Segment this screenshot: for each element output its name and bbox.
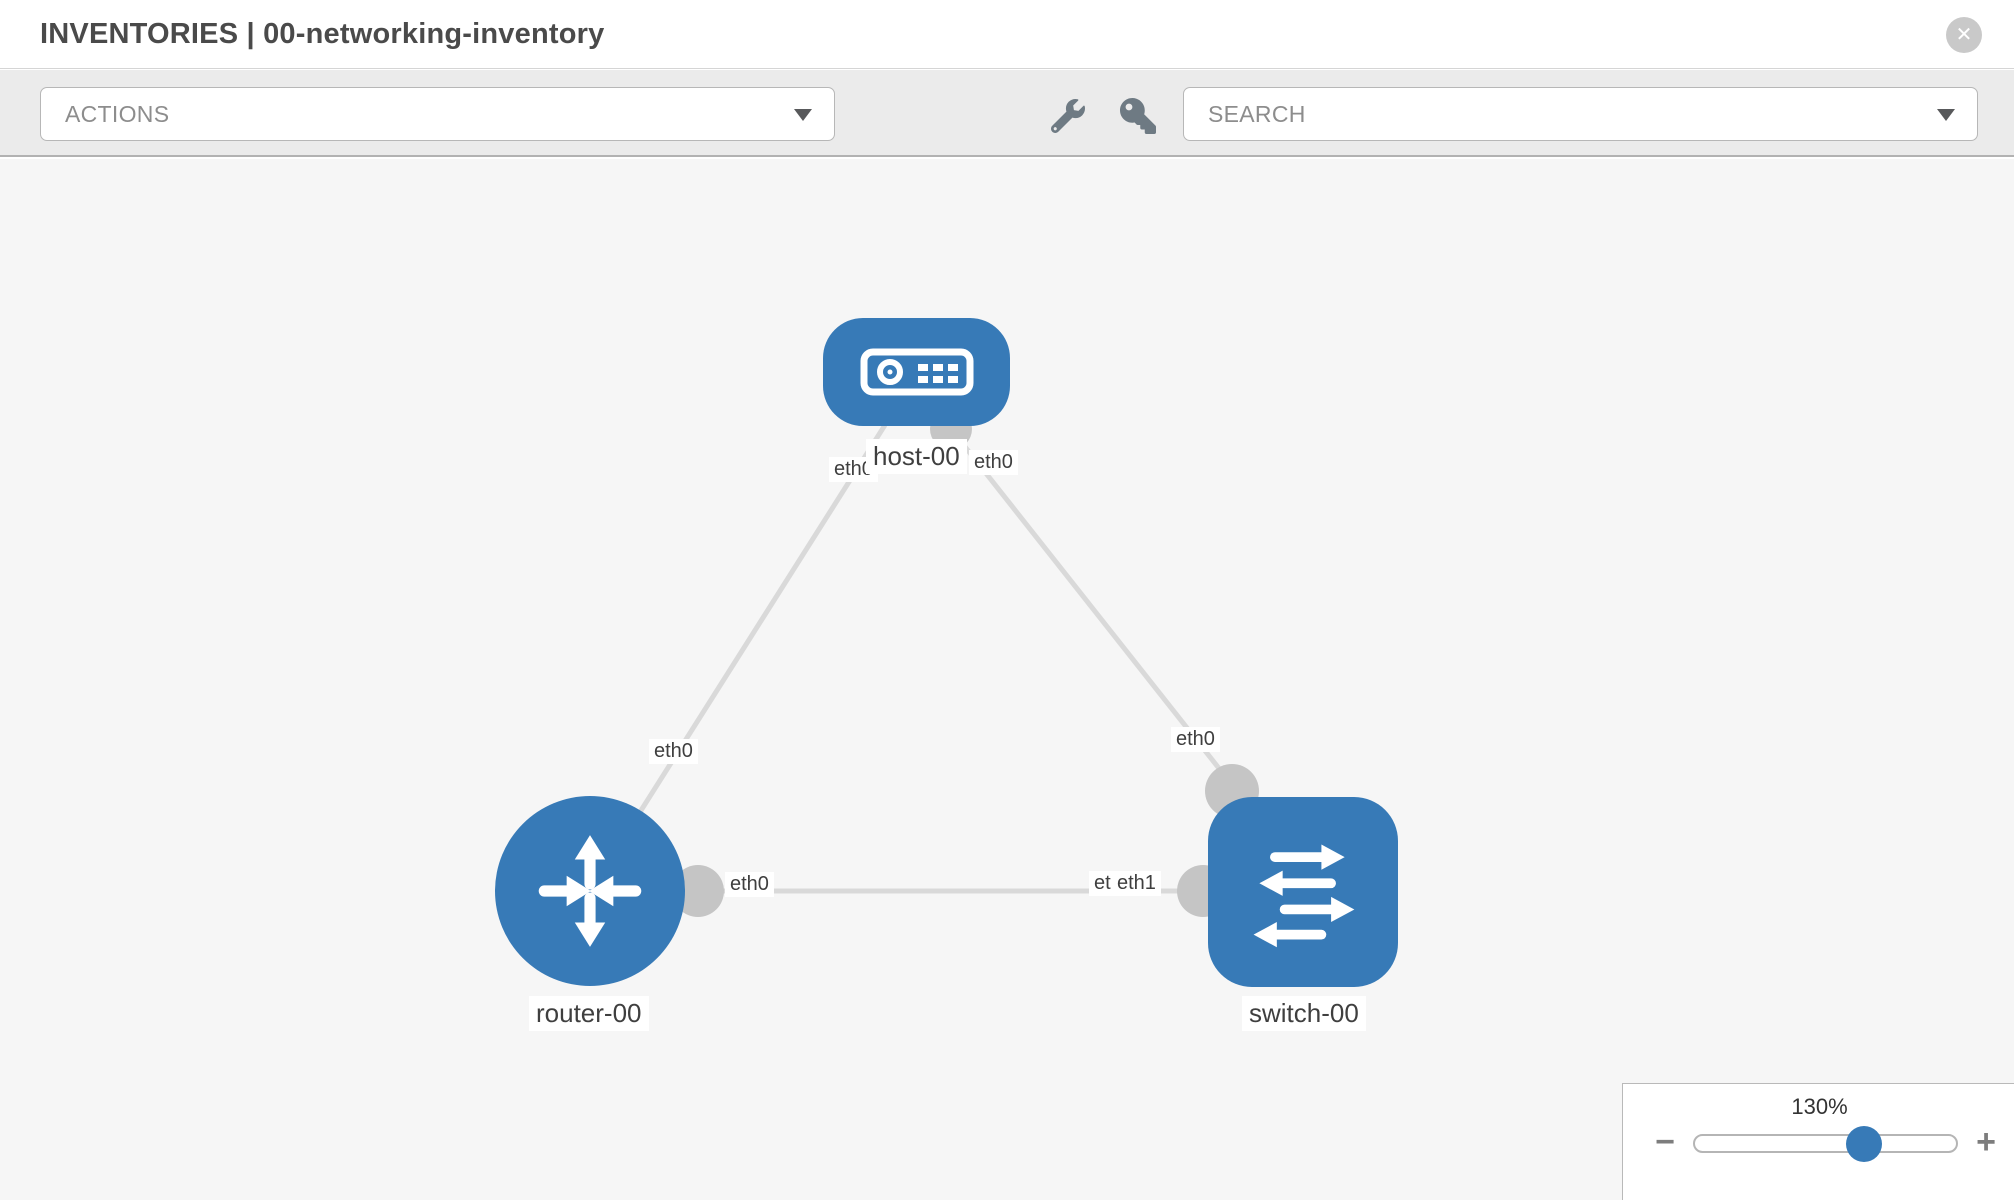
close-button[interactable]: ✕ — [1946, 17, 1982, 53]
search-placeholder: SEARCH — [1208, 100, 1306, 127]
switch-icon — [1253, 844, 1355, 948]
links-layer — [587, 423, 1303, 894]
caret-down-icon — [1937, 109, 1955, 121]
zoom-in-button[interactable]: + — [1966, 1122, 2006, 1162]
credentials-button[interactable] — [1116, 94, 1160, 138]
zoom-out-button[interactable]: − — [1645, 1122, 1685, 1162]
router-icon — [538, 835, 642, 947]
toolbar: ACTIONS SEARCH — [0, 70, 2014, 157]
interface-label: eth0 — [969, 450, 1018, 475]
plus-icon: + — [1976, 1122, 1996, 1161]
key-icon — [1120, 98, 1156, 134]
interface-label: eth0 — [1171, 727, 1220, 752]
interface-label: eth0 — [725, 872, 774, 897]
node-label-host: host-00 — [866, 439, 967, 474]
node-label-switch: switch-00 — [1242, 996, 1366, 1031]
page-title: INVENTORIES | 00-networking-inventory — [40, 18, 605, 50]
header-bar: INVENTORIES | 00-networking-inventory ✕ — [0, 0, 2014, 69]
zoom-slider-track[interactable] — [1693, 1134, 1958, 1153]
wrench-icon — [1051, 99, 1085, 133]
caret-down-icon — [794, 109, 812, 121]
zoom-slider-thumb[interactable] — [1846, 1126, 1882, 1162]
interface-label: eth0 — [649, 739, 698, 764]
host-icon — [860, 348, 973, 396]
interface-label: eth1 — [1112, 871, 1161, 896]
node-label-router: router-00 — [529, 996, 649, 1031]
node-router-00[interactable] — [495, 796, 685, 986]
minus-icon: − — [1655, 1122, 1675, 1161]
node-host-00[interactable] — [823, 318, 1010, 426]
node-switch-00[interactable] — [1208, 797, 1398, 987]
zoom-level-label: 130% — [1791, 1094, 1848, 1119]
zoom-panel: 130% − + — [1622, 1083, 2014, 1200]
search-dropdown[interactable]: SEARCH — [1183, 87, 1978, 141]
configure-button[interactable] — [1046, 94, 1090, 138]
actions-dropdown-label: ACTIONS — [65, 100, 170, 127]
topology-canvas[interactable]: eth0 eth0 eth0 eth0 eth0 eth0 eth1 host-… — [0, 159, 2014, 1200]
actions-dropdown[interactable]: ACTIONS — [40, 87, 835, 141]
close-icon: ✕ — [1955, 24, 1973, 46]
